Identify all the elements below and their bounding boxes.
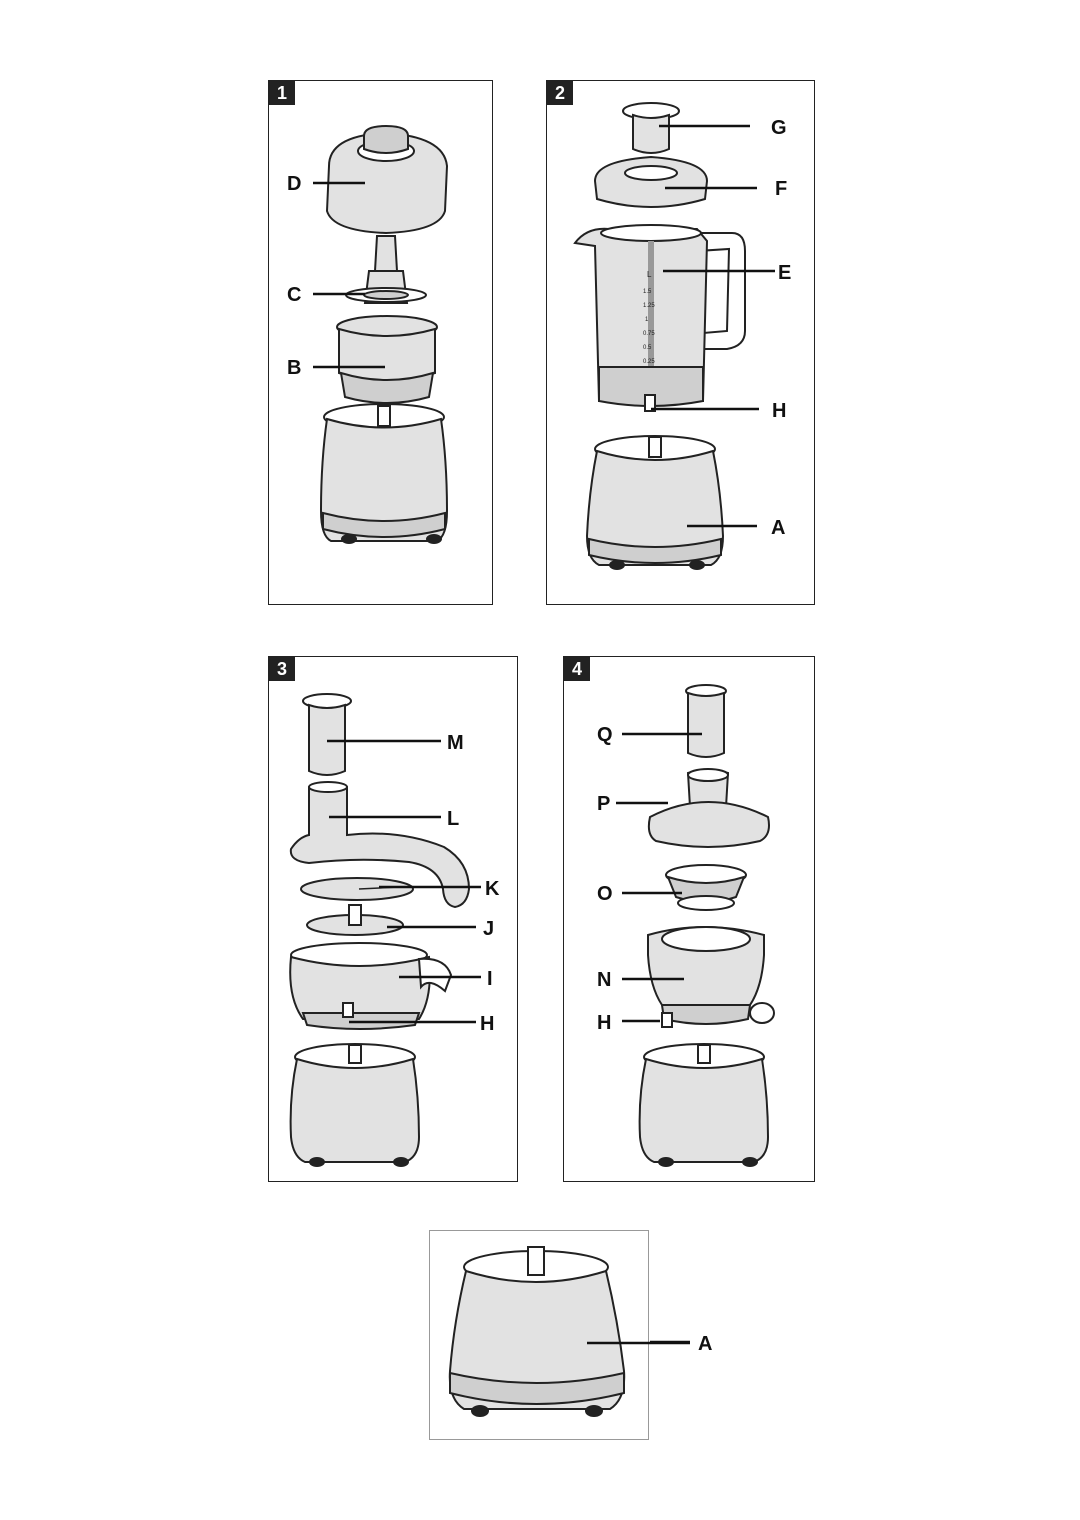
jug-mark-0.75: 0.75 — [643, 331, 655, 337]
label-I: I — [487, 968, 493, 990]
juicer-filter-illustration — [665, 864, 747, 911]
label-Q: Q — [597, 724, 613, 746]
panel-number-badge: 1 — [269, 81, 295, 105]
label-A: A — [698, 1333, 712, 1355]
pusher-part-illustration — [622, 102, 680, 154]
label-P: P — [597, 793, 610, 815]
label-H: H — [480, 1013, 494, 1035]
bowl-part-illustration — [336, 315, 438, 404]
motor-base-illustration — [289, 1043, 421, 1167]
label-K: K — [485, 878, 500, 900]
panel-number-badge: 3 — [269, 657, 295, 681]
base-unit-illustration — [448, 1246, 690, 1417]
label-L: L — [447, 808, 459, 830]
jug-mark-0.5: 0.5 — [643, 345, 652, 351]
label-B: B — [287, 357, 301, 379]
label-G: G — [771, 117, 787, 139]
jug-lid-illustration — [593, 155, 709, 208]
label-H: H — [597, 1012, 611, 1034]
panel-3-illustration: M L K J I H — [289, 693, 500, 1167]
panel-4-illustration: Q P O N H — [597, 684, 775, 1167]
panel-1-illustration: D C B — [287, 124, 449, 544]
blender-jug-illustration: L 1.5 1.25 1 0.75 0.5 0.25 — [573, 224, 746, 412]
jug-mark-L: L — [647, 270, 652, 279]
grating-disc-illustration — [306, 904, 404, 936]
label-O: O — [597, 883, 613, 905]
jug-mark-1.25: 1.25 — [643, 303, 655, 309]
figure-panel-3: 3 — [268, 656, 518, 1182]
figure-panel-base — [429, 1230, 690, 1440]
food-pusher-illustration — [302, 693, 352, 776]
label-H: H — [772, 400, 786, 422]
jug-mark-1.5: 1.5 — [643, 289, 652, 295]
panel-number-badge: 4 — [564, 657, 590, 681]
lid-part-illustration — [325, 124, 449, 235]
label-A: A — [771, 517, 785, 539]
figure-panel-2: 2 L 1.5 1.25 1 0.75 0.5 0.25 — [546, 80, 815, 605]
motor-base-illustration — [448, 1246, 626, 1417]
feed-tube-lid-illustration — [289, 781, 471, 909]
label-D: D — [287, 173, 301, 195]
label-F: F — [775, 178, 787, 200]
figure-panel-4: 4 — [563, 656, 815, 1182]
label-C: C — [287, 284, 301, 306]
motor-base-illustration — [319, 403, 449, 544]
panel-number-badge: 2 — [547, 81, 573, 105]
label-M: M — [447, 732, 464, 754]
slicing-disc-illustration — [300, 877, 414, 901]
motor-base-illustration — [585, 435, 725, 570]
figure-panel-1: 1 D — [268, 80, 493, 605]
label-N: N — [597, 969, 611, 991]
juicer-body-illustration — [647, 926, 775, 1028]
jug-mark-1: 1 — [645, 317, 649, 323]
juicer-pusher-illustration — [685, 684, 727, 758]
jug-mark-0.25: 0.25 — [643, 359, 655, 365]
panel-2-illustration: L 1.5 1.25 1 0.75 0.5 0.25 G F E H A — [573, 102, 791, 570]
label-E: E — [778, 262, 791, 284]
juicer-lid-illustration — [647, 768, 770, 848]
motor-base-illustration — [638, 1043, 770, 1167]
processor-bowl-illustration — [289, 942, 453, 1030]
label-J: J — [483, 918, 494, 940]
